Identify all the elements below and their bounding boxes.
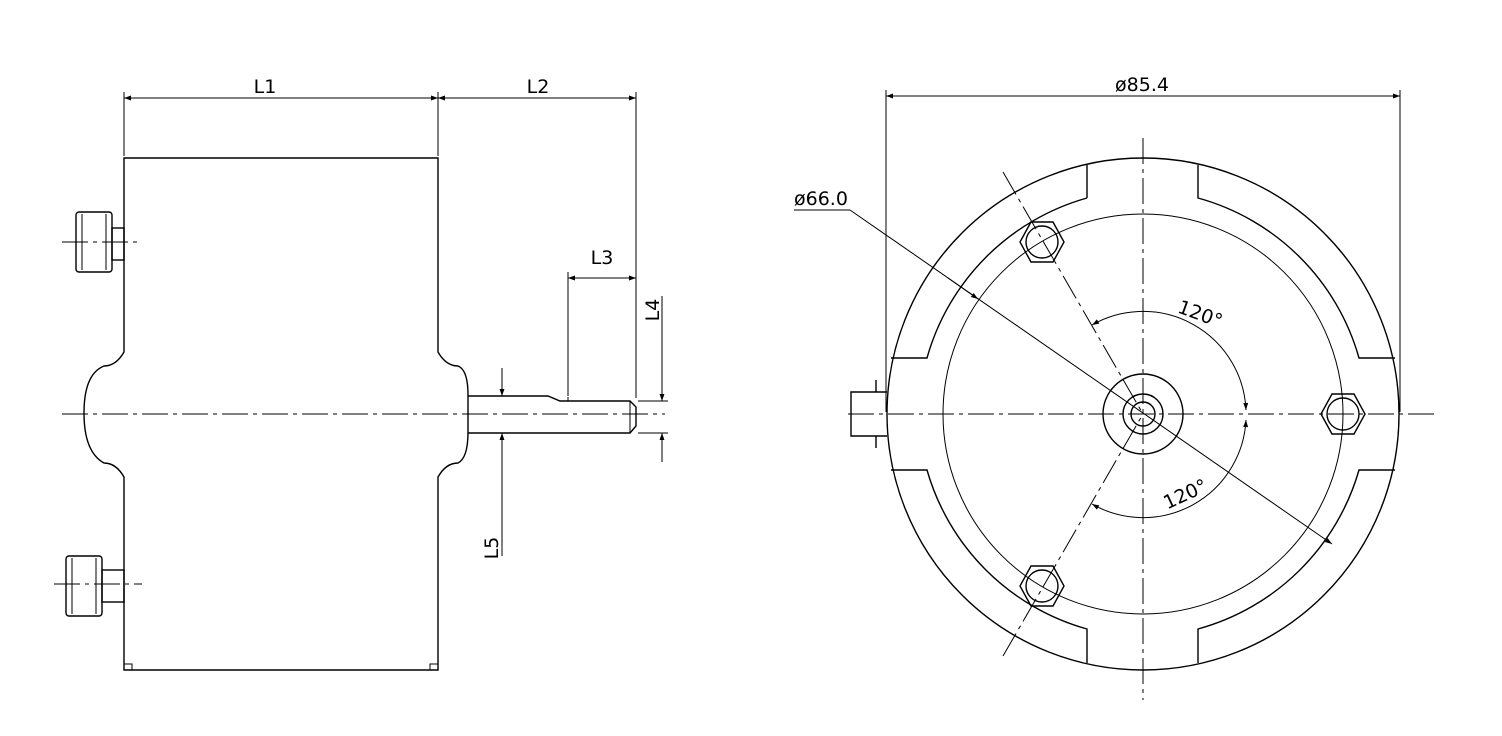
dim-l2-label: L2 <box>527 76 550 98</box>
dim-l1-label: L1 <box>254 76 277 98</box>
body-corner-notch-left <box>124 663 133 670</box>
hex-bolt-lower <box>1019 565 1065 607</box>
terminal-stud-upper <box>62 211 142 273</box>
dim-l4-label: L4 <box>642 299 664 322</box>
front-view: ø85.4 ø66.0 120° 120° <box>794 74 1438 700</box>
bolt-centerline-upper <box>1002 171 1144 415</box>
motor-shaft <box>468 395 637 434</box>
angle-arc-lower <box>1091 419 1249 519</box>
inner-flange-contour <box>891 165 1395 663</box>
dim-l3-label: L3 <box>591 247 614 269</box>
terminal-stud-lower <box>54 555 142 617</box>
dim-outer-diameter-label: ø85.4 <box>1115 74 1169 96</box>
dim-bolt-circle-label: ø66.0 <box>794 188 848 210</box>
side-view: L1 L2 L3 L4 L5 <box>54 76 668 671</box>
angle-arc-upper <box>1091 310 1249 411</box>
dim-bolt-circle-line <box>849 209 1333 545</box>
body-corner-notch-right <box>429 663 438 670</box>
hex-bolt-upper <box>1019 221 1065 263</box>
dim-l5-label: L5 <box>481 537 503 560</box>
front-terminal-stub <box>850 380 887 448</box>
bolt-centerline-lower <box>1002 413 1144 657</box>
motor-body-outline <box>83 157 469 671</box>
hex-bolt-right <box>1320 393 1366 435</box>
angle-label-upper: 120° <box>1175 296 1226 332</box>
